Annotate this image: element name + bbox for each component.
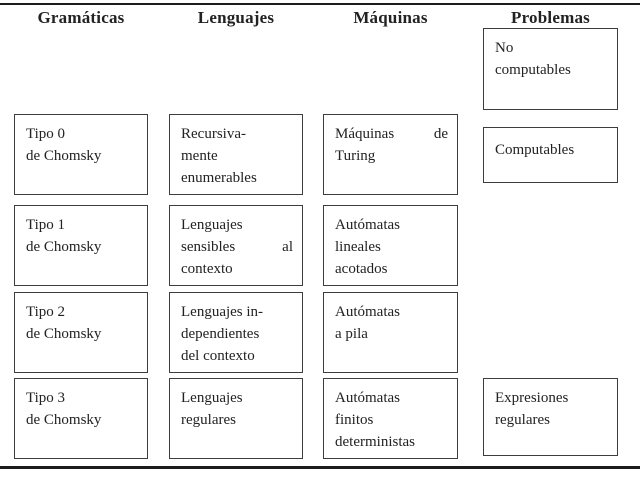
- box-line: enumerables: [181, 170, 257, 186]
- box-line: regulares: [495, 412, 550, 428]
- box-line: Autómatas: [335, 304, 400, 320]
- box-line: de Chomsky: [26, 412, 102, 428]
- box-line: sensibles al: [181, 239, 293, 255]
- box-line: deterministas: [335, 434, 415, 450]
- box-line: de Chomsky: [26, 239, 102, 255]
- box-maquinas-de-turing: Máquinas de Turing: [323, 114, 458, 195]
- box-line: Lenguajes in-: [181, 304, 264, 320]
- top-rule: [0, 3, 640, 5]
- box-automatas-a-pila: Autómatas a pila: [323, 292, 458, 373]
- box-line: contexto: [181, 261, 233, 277]
- box-line: Recursiva-: [181, 126, 246, 142]
- box-line: regulares: [181, 412, 236, 428]
- box-problemas-computables: Computables: [483, 127, 618, 183]
- box-line: a pila: [335, 326, 368, 342]
- column-header-gramaticas: Gramáticas: [37, 8, 125, 27]
- box-gramatica-tipo0: Tipo 0 de Chomsky: [14, 114, 148, 195]
- box-line: mente: [181, 148, 218, 164]
- box-line: Turing: [335, 148, 376, 164]
- box-gramatica-tipo1: Tipo 1 de Chomsky: [14, 205, 148, 286]
- box-line: dependientes: [181, 326, 260, 342]
- bottom-rule: [0, 466, 640, 469]
- box-line: Lenguajes: [181, 217, 243, 233]
- box-line: Computables: [495, 142, 575, 158]
- box-lenguajes-regulares: Lenguajes regulares: [169, 378, 303, 459]
- box-lenguajes-recursivamente-enumerables: Recursiva- mente enumerables: [169, 114, 303, 195]
- box-expresiones-regulares: Expresiones regulares: [483, 378, 618, 456]
- box-line: acotados: [335, 261, 388, 277]
- box-line: del contexto: [181, 348, 255, 364]
- box-line: computables: [495, 62, 571, 78]
- box-lenguajes-sensibles-al-contexto: Lenguajes sensibles al contexto: [169, 205, 303, 286]
- box-line: Lenguajes: [181, 390, 243, 406]
- column-header-problemas: Problemas: [511, 8, 590, 27]
- column-header-lenguajes: Lenguajes: [197, 8, 275, 27]
- box-line: Tipo 2: [26, 304, 66, 320]
- box-line: Tipo 0: [26, 126, 66, 142]
- box-line: finitos: [335, 412, 374, 428]
- box-automatas-finitos-deterministas: Autómatas finitos deterministas: [323, 378, 458, 459]
- box-line: lineales: [335, 239, 381, 255]
- box-lenguajes-independientes-del-contexto: Lenguajes in- dependientes del contexto: [169, 292, 303, 373]
- box-line: de Chomsky: [26, 148, 102, 164]
- box-line: Máquinas de: [335, 126, 448, 142]
- box-gramatica-tipo2: Tipo 2 de Chomsky: [14, 292, 148, 373]
- box-problemas-no-computables: No computables: [483, 28, 618, 110]
- box-line: Expresiones: [495, 390, 569, 406]
- box-line: Autómatas: [335, 390, 400, 406]
- box-gramatica-tipo3: Tipo 3 de Chomsky: [14, 378, 148, 459]
- box-line: Tipo 1: [26, 217, 66, 233]
- box-line: No: [495, 40, 514, 56]
- box-automatas-lineales-acotados: Autómatas lineales acotados: [323, 205, 458, 286]
- box-line: Tipo 3: [26, 390, 66, 406]
- box-line: de Chomsky: [26, 326, 102, 342]
- column-header-maquinas: Máquinas: [353, 8, 428, 27]
- box-line: Autómatas: [335, 217, 400, 233]
